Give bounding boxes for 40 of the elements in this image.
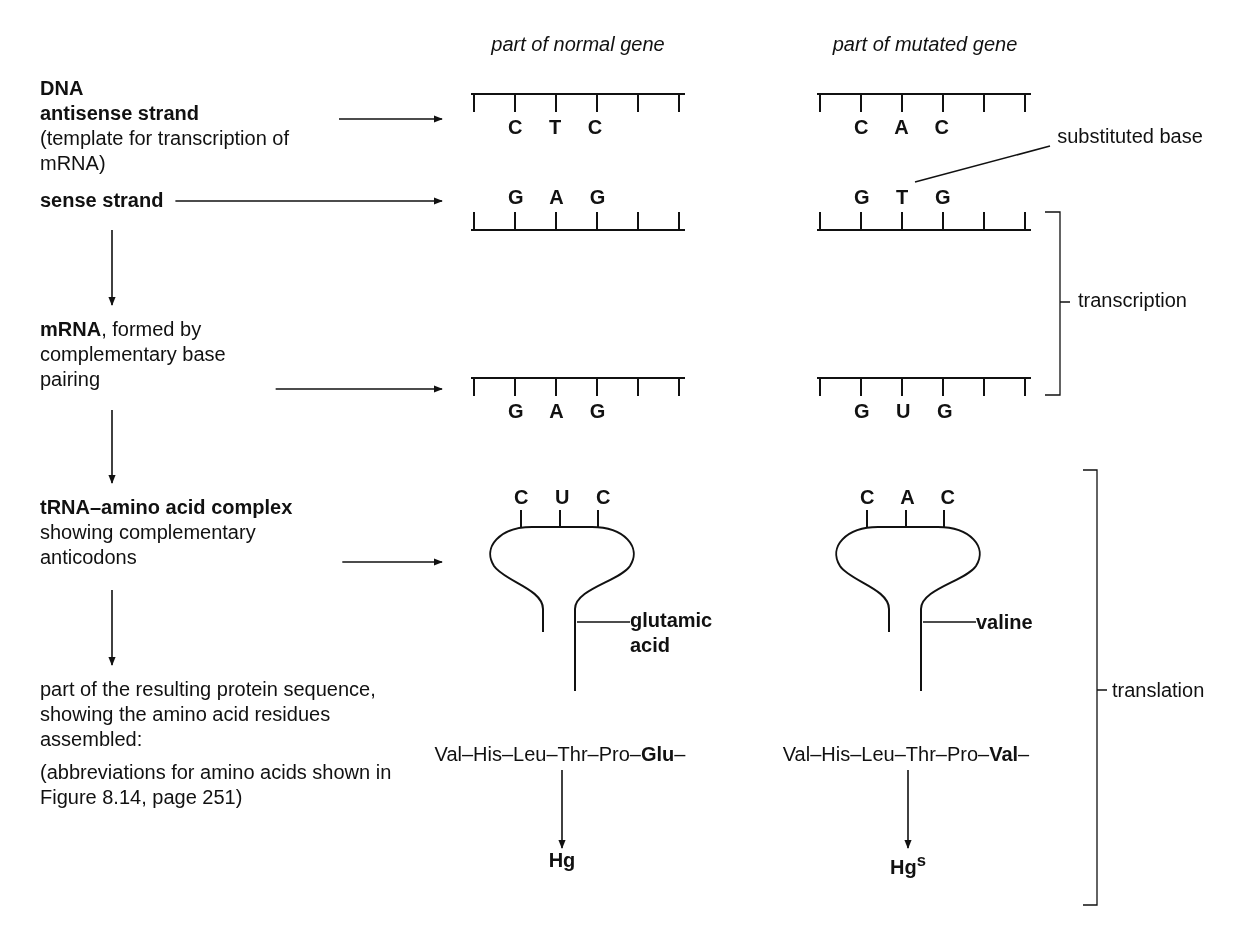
base-letters: G A G: [508, 400, 606, 422]
protein-name: Hg$^{s}$: [889, 850, 927, 880]
callout-text: glutamic acid: [630, 608, 714, 658]
heading-text: tRNA–amino acid complex: [40, 495, 294, 520]
callout-text: substituted base: [1056, 124, 1204, 149]
bracket-label: transcription: [1078, 288, 1187, 313]
sequence-text: Val–His–Leu–Thr–Pro–Glu–: [433, 742, 687, 767]
leader-line: [914, 145, 1051, 183]
base-letters: G A G: [508, 186, 606, 208]
sequence-text: Val–His–Leu–Thr–Pro–Val–: [781, 742, 1031, 767]
arrow: [341, 558, 443, 566]
arrow: [108, 229, 116, 306]
anticodon-letters: C A C: [860, 486, 955, 508]
arrow: [174, 197, 443, 205]
arrow: [558, 769, 566, 849]
arrow: [108, 409, 116, 484]
arrow: [108, 589, 116, 666]
arrow: [904, 769, 912, 849]
heading-text: DNA: [40, 76, 85, 101]
base-letters: C A C: [854, 116, 949, 138]
leader-line: [922, 621, 977, 623]
base-letters: G T G: [854, 186, 951, 208]
heading-text: sense strand: [40, 188, 165, 213]
arrow: [274, 385, 443, 393]
leader-line: [576, 621, 631, 623]
callout-text: valine: [976, 610, 1034, 635]
arrow: [338, 115, 443, 123]
base-letters: G U G: [854, 400, 953, 422]
bracket-label: translation: [1112, 678, 1205, 703]
note-text: (template for transcription of mRNA): [40, 126, 290, 176]
heading-text: antisense strand: [40, 101, 200, 126]
anticodon-letters: C U C: [514, 486, 611, 508]
column-heading: part of normal gene: [490, 32, 666, 57]
protein-name: Hg: [547, 848, 577, 873]
base-letters: C T C: [508, 116, 603, 138]
note-text: (abbreviations for amino acids shown in Figure 8.14, page 251): [40, 760, 393, 810]
step-text: part of the resulting protein sequence, showing the amino acid residues assembled:: [40, 677, 377, 752]
column-heading: part of mutated gene: [831, 32, 1019, 57]
step-text: mRNA, formed by complementary base pairing: [40, 317, 227, 392]
step-text: showing complementary anticodons: [40, 520, 257, 570]
